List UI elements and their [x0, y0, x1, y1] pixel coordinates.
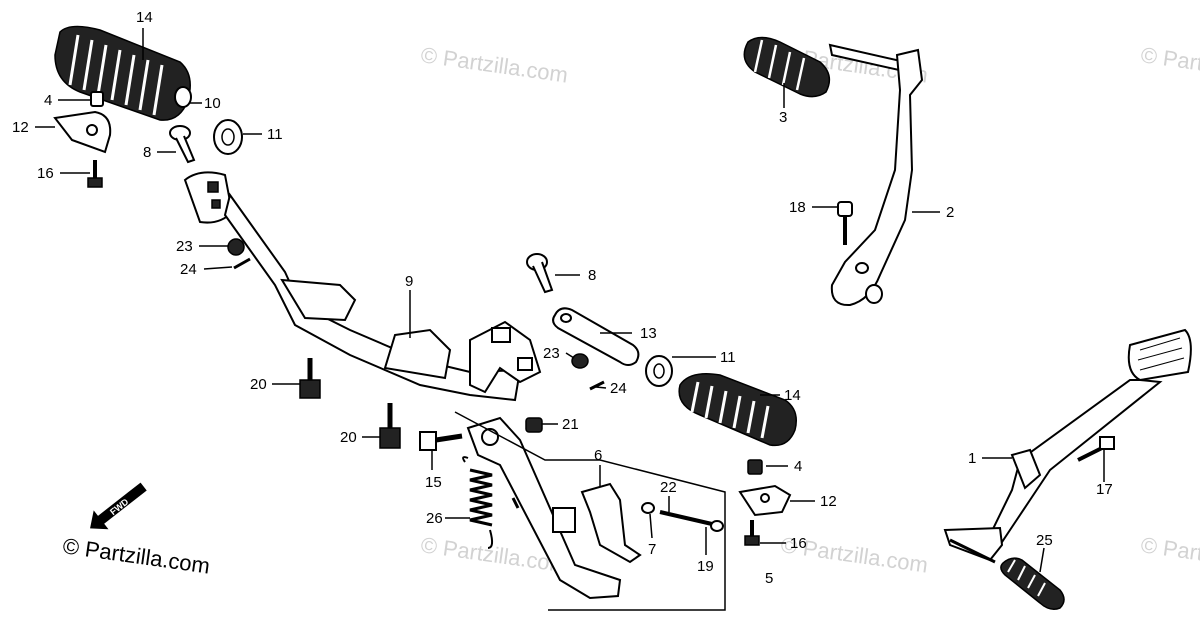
- callout-numbers: 14 4 10 12 11 8 16 23 24 9 8 13 23 24 11…: [12, 9, 1113, 587]
- kick-arm-2: [828, 43, 924, 307]
- bolt-19: [659, 510, 724, 532]
- nut-23-middle: [571, 353, 589, 369]
- callout-12-right: 12: [820, 493, 837, 510]
- watermark-1: © Partzilla.com: [419, 42, 569, 87]
- callout-20-lower: 20: [340, 429, 357, 446]
- copyright-text: © Partzilla.com: [61, 533, 211, 578]
- bolt-16-right: [744, 520, 760, 546]
- callout-19: 19: [697, 558, 714, 575]
- cotter-pin-24-left: [233, 257, 251, 270]
- callout-11-right: 11: [720, 349, 736, 366]
- callout-2: 2: [946, 204, 954, 221]
- fwd-arrow: FWD: [90, 482, 147, 530]
- nut-21: [525, 417, 543, 433]
- callout-22: 22: [660, 479, 677, 496]
- kick-rubber-3: [743, 36, 831, 98]
- callout-11-left: 11: [267, 126, 283, 143]
- callout-8-middle: 8: [588, 267, 596, 284]
- callout-13: 13: [640, 325, 657, 342]
- bolt-17: [1077, 436, 1115, 462]
- footpeg-right: [678, 373, 797, 447]
- callout-7: 7: [648, 541, 656, 558]
- callout-15: 15: [425, 474, 442, 491]
- pin-4-left: [90, 91, 104, 107]
- watermark-3: © Partzilla.com: [1139, 42, 1200, 87]
- callout-14-left: 14: [136, 9, 153, 26]
- callout-16-right: 16: [790, 535, 807, 552]
- bolt-15: [419, 431, 463, 451]
- callout-6: 6: [594, 447, 602, 464]
- callout-16-left: 16: [37, 165, 54, 182]
- callout-17: 17: [1096, 481, 1113, 498]
- callout-1: 1: [968, 450, 976, 467]
- pin-4-right: [747, 459, 763, 475]
- callout-24-left: 24: [180, 261, 197, 278]
- footpeg-left: [54, 25, 192, 121]
- callout-23-middle: 23: [543, 345, 560, 362]
- cotter-pin-24-middle: [589, 380, 605, 391]
- callout-24-middle: 24: [610, 380, 627, 397]
- callout-25: 25: [1036, 532, 1053, 549]
- bolt-18: [837, 201, 853, 245]
- callout-18: 18: [789, 199, 806, 216]
- pin-8-left: [169, 125, 196, 164]
- callout-10: 10: [204, 95, 221, 112]
- callout-14-right: 14: [784, 387, 801, 404]
- group-outline-5: [454, 411, 726, 611]
- callout-4-left: 4: [44, 92, 52, 109]
- brake-pedal-1: [943, 328, 1192, 564]
- bolt-16-left: [87, 160, 103, 188]
- callout-26: 26: [426, 510, 443, 527]
- callout-12-left: 12: [12, 119, 29, 136]
- pin-7: [641, 502, 655, 514]
- step-bar-9: [183, 171, 542, 402]
- callout-21: 21: [562, 416, 579, 433]
- nut-23-left: [227, 238, 245, 256]
- callout-3: 3: [779, 109, 787, 126]
- callout-8-left: 8: [143, 144, 151, 161]
- spring-26: [462, 456, 494, 549]
- callout-20-upper: 20: [250, 376, 267, 393]
- callout-9: 9: [405, 273, 413, 290]
- bolt-20-lower: [379, 403, 401, 449]
- callout-5: 5: [765, 570, 773, 587]
- link-13: [552, 307, 640, 366]
- bracket-6: [580, 482, 642, 564]
- callout-23-left: 23: [176, 238, 193, 255]
- pedal-rubber-25: [1000, 557, 1065, 610]
- callout-4-right: 4: [794, 458, 802, 475]
- bracket-12-left: [53, 110, 112, 154]
- pin-8-middle: [526, 253, 554, 294]
- watermark-6: © Partzilla.com: [1139, 532, 1200, 577]
- bolt-20-upper: [299, 358, 321, 399]
- leader-lines: [35, 28, 1105, 573]
